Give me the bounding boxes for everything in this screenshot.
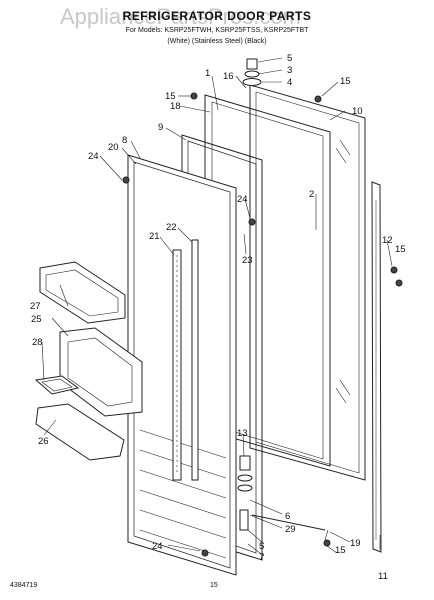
dispenser-housing xyxy=(59,327,143,417)
callout-28: 28 xyxy=(32,337,43,348)
callout-5-top: 5 xyxy=(287,53,292,64)
callout-24-bottom: 24 xyxy=(152,541,163,552)
callout-6: 6 xyxy=(285,511,290,522)
callout-10: 10 xyxy=(352,106,363,117)
callout-9: 9 xyxy=(158,122,163,133)
callout-24-top: 24 xyxy=(88,151,99,162)
drip-tray xyxy=(34,375,80,395)
callout-18: 18 xyxy=(170,101,181,112)
door-panel-outer xyxy=(249,84,366,481)
callout-13: 13 xyxy=(237,428,248,439)
top-hinge-parts xyxy=(242,58,262,86)
model-list: For Models: KSRP25FTWH, KSRP25FTSS, KSRP… xyxy=(125,27,309,34)
callout-20: 20 xyxy=(108,142,119,153)
callout-4: 4 xyxy=(287,77,292,88)
callout-15-right: 15 xyxy=(395,244,406,255)
watermark: AppliancePartsPros.com xyxy=(60,4,301,29)
callout-23: 23 xyxy=(242,255,253,266)
bottom-hinge-parts xyxy=(237,455,326,531)
diagram-title: REFRIGERATOR DOOR PARTS xyxy=(122,9,312,23)
callout-5-bottom: 5 xyxy=(259,541,264,552)
callout-11: 11 xyxy=(378,571,388,582)
finish-list: (White) (Stainless Steel) (Black) xyxy=(167,38,267,45)
callout-1: 1 xyxy=(205,68,210,79)
callout-15-bottom: 15 xyxy=(335,545,346,556)
callout-7: 7 xyxy=(259,552,264,563)
rail-strips xyxy=(172,239,199,481)
callout-25: 25 xyxy=(31,314,42,325)
callout-24-mid: 24 xyxy=(237,194,248,205)
callout-21: 21 xyxy=(149,231,160,242)
part-number: 4384719 xyxy=(10,582,38,589)
callout-2: 2 xyxy=(309,189,314,200)
inner-liner xyxy=(127,154,237,576)
callout-29: 29 xyxy=(285,524,296,535)
callout-19: 19 xyxy=(350,538,361,549)
callout-15-top-right: 15 xyxy=(340,76,351,87)
callout-27: 27 xyxy=(30,301,41,312)
callout-22: 22 xyxy=(166,222,177,233)
side-trim xyxy=(371,181,382,553)
callout-26: 26 xyxy=(38,436,49,447)
callout-16: 16 xyxy=(223,71,234,82)
callout-12: 12 xyxy=(382,235,393,246)
trim-panel xyxy=(35,403,125,461)
page-number: 15 xyxy=(210,582,218,589)
callout-8: 8 xyxy=(122,135,127,146)
door-bin xyxy=(39,261,126,324)
leader-lines xyxy=(41,57,393,557)
liner-shelves xyxy=(139,429,227,559)
callout-15-top-left: 15 xyxy=(165,91,176,102)
callout-3: 3 xyxy=(287,65,292,76)
callout-labels: 1 2 3 4 5 5 6 7 8 9 10 11 12 13 15 15 15… xyxy=(30,53,406,582)
